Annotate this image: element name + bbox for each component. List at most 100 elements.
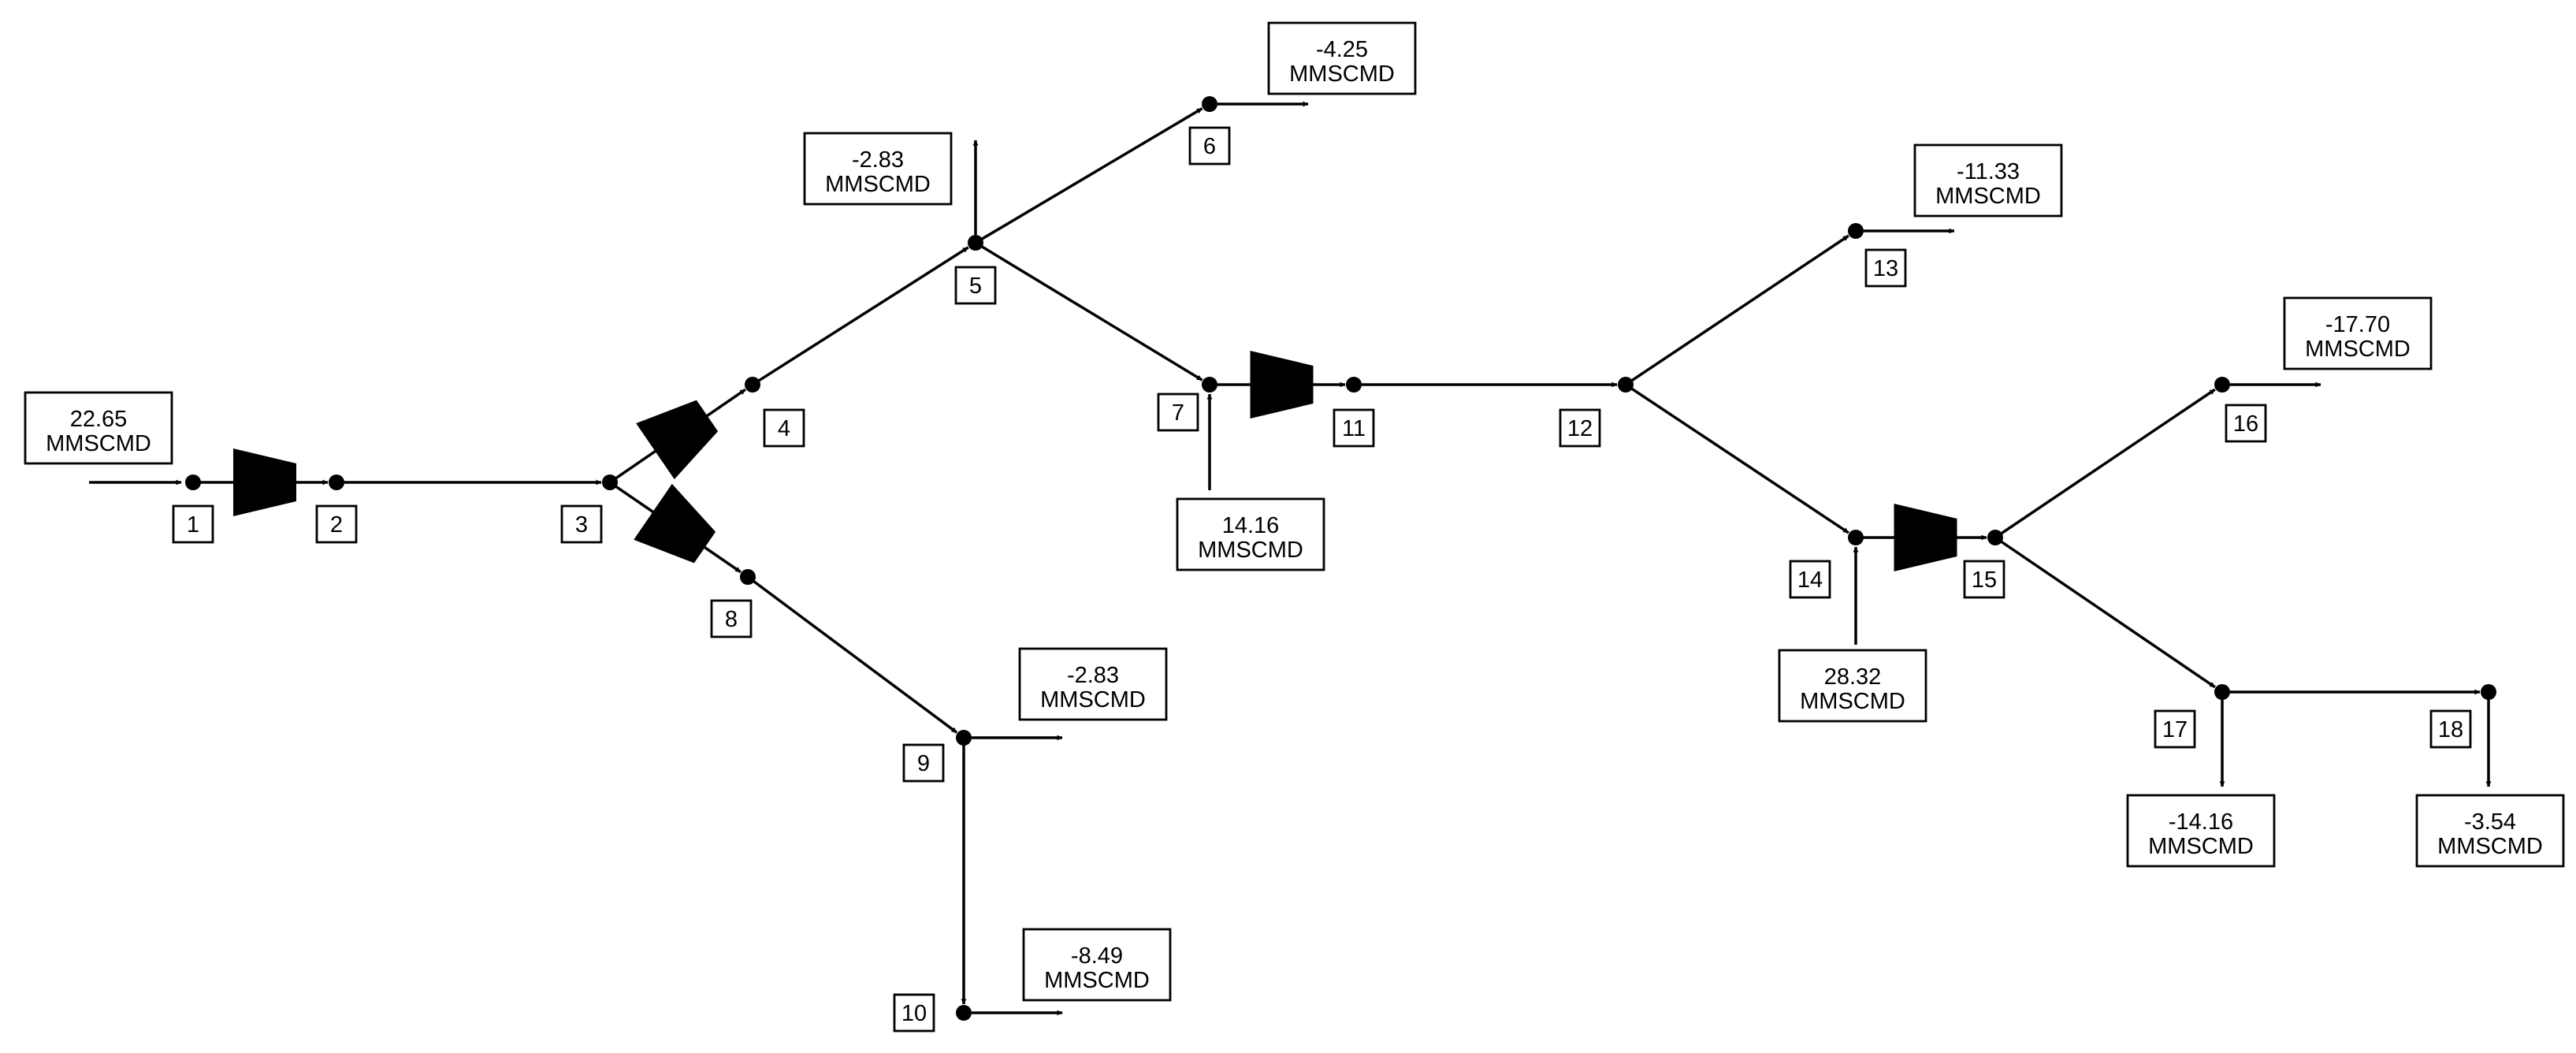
- node-label-frame: [893, 993, 935, 1033]
- node-label-frame: [2154, 709, 2196, 749]
- node-13: [1848, 223, 1864, 239]
- pipe-12-14: [1630, 386, 1849, 534]
- flow-arrows-layer: [89, 101, 2492, 1016]
- node-3: [602, 474, 618, 490]
- pipe-15-16: [1999, 388, 2216, 535]
- node-1: [185, 474, 201, 490]
- node-label-frame: [1559, 408, 1601, 448]
- flow-unit: MMSCMD: [1935, 184, 2041, 209]
- flow-unit: MMSCMD: [1040, 687, 1146, 713]
- flow-value: -2.83: [852, 147, 904, 173]
- node-label-text: 4: [778, 416, 790, 441]
- flow-value: -14.16: [2169, 809, 2233, 835]
- node-label-14: 14: [1789, 560, 1831, 599]
- node-6: [1202, 96, 1217, 112]
- flow-box-frame: [2415, 794, 2565, 868]
- pipe-15-17: [1999, 540, 2216, 689]
- node-label-frame: [2429, 709, 2472, 749]
- compressor-inlet-3: [614, 450, 656, 480]
- flow-box-frame: [2126, 794, 2276, 868]
- flow-unit: MMSCMD: [2305, 337, 2411, 362]
- node-label-text: 8: [725, 607, 738, 632]
- node-7: [1202, 377, 1217, 393]
- node-label-text: 16: [2233, 411, 2258, 437]
- node-5: [968, 235, 983, 251]
- node-4: [745, 377, 760, 393]
- node-17: [2214, 684, 2230, 700]
- flow-unit: MMSCMD: [1044, 968, 1150, 993]
- node-label-frame: [172, 504, 214, 544]
- node-label-11: 11: [1333, 408, 1375, 448]
- flow-unit: MMSCMD: [46, 431, 151, 456]
- node-label-text: 3: [575, 512, 588, 538]
- flow-unit: MMSCMD: [1289, 61, 1395, 87]
- node-label-frame: [1789, 560, 1831, 599]
- node-label-frame: [1157, 393, 1199, 432]
- flow-box-frame: [803, 132, 953, 206]
- node-label-10: 10: [893, 993, 935, 1033]
- node-label-18: 18: [2429, 709, 2472, 749]
- flow-unit: MMSCMD: [1800, 689, 1905, 714]
- node-label-text: 10: [901, 1001, 927, 1026]
- node-label-frame: [315, 504, 358, 544]
- flow-value: 14.16: [1222, 513, 1280, 538]
- nodes-layer: [185, 96, 2496, 1021]
- flow-unit: MMSCMD: [2437, 834, 2543, 859]
- node-label-frame: [763, 408, 805, 448]
- pipe-12-13: [1630, 234, 1849, 383]
- node-11: [1346, 377, 1362, 393]
- compressor-3-8-icon: [634, 483, 716, 564]
- node-label-text: 13: [1873, 256, 1898, 281]
- pipe-4-5: [756, 246, 969, 383]
- node-label-12: 12: [1559, 408, 1601, 448]
- compressor-14-15-icon: [1894, 504, 1957, 571]
- node-label-frame: [1333, 408, 1375, 448]
- flow-value: -3.54: [2464, 809, 2516, 835]
- node-label-13: 13: [1864, 248, 1907, 288]
- node-15: [1987, 530, 2003, 545]
- node-label-text: 5: [969, 273, 982, 299]
- compressor-1-2-icon: [233, 448, 296, 516]
- node-label-frame: [1188, 126, 1231, 166]
- node-label-15: 15: [1963, 560, 2005, 599]
- node-label-frame: [710, 599, 753, 638]
- pipe-5-7: [979, 244, 1203, 381]
- node-18: [2481, 684, 2496, 700]
- flow-box-frame: [2283, 296, 2433, 370]
- compressor-3-4-icon: [636, 400, 719, 480]
- node-8: [740, 569, 756, 585]
- node-label-frame: [2225, 404, 2267, 443]
- flow-unit: MMSCMD: [825, 172, 931, 197]
- node-label-text: 11: [1342, 416, 1366, 441]
- compressor-inlet-3: [614, 485, 654, 513]
- node-label-frame: [954, 266, 997, 305]
- flow-box-frame: [1018, 647, 1168, 721]
- node-label-text: 18: [2438, 717, 2463, 742]
- flow-box-frame: [1913, 143, 2063, 218]
- flow-box-frame: [1778, 649, 1927, 723]
- node-label-frame: [1864, 248, 1907, 288]
- node-label-text: 15: [1972, 567, 1997, 593]
- node-14: [1848, 530, 1864, 545]
- node-label-7: 7: [1157, 393, 1199, 432]
- pipes-layer: [343, 107, 2481, 1005]
- flow-value: -11.33: [1957, 159, 2020, 184]
- compressor-outlet-8: [704, 546, 742, 574]
- node-label-3: 3: [560, 504, 603, 544]
- node-2: [329, 474, 344, 490]
- node-label-text: 6: [1203, 134, 1216, 159]
- node-label-text: 12: [1567, 416, 1593, 441]
- node-label-frame: [560, 504, 603, 544]
- node-label-text: 14: [1797, 567, 1823, 593]
